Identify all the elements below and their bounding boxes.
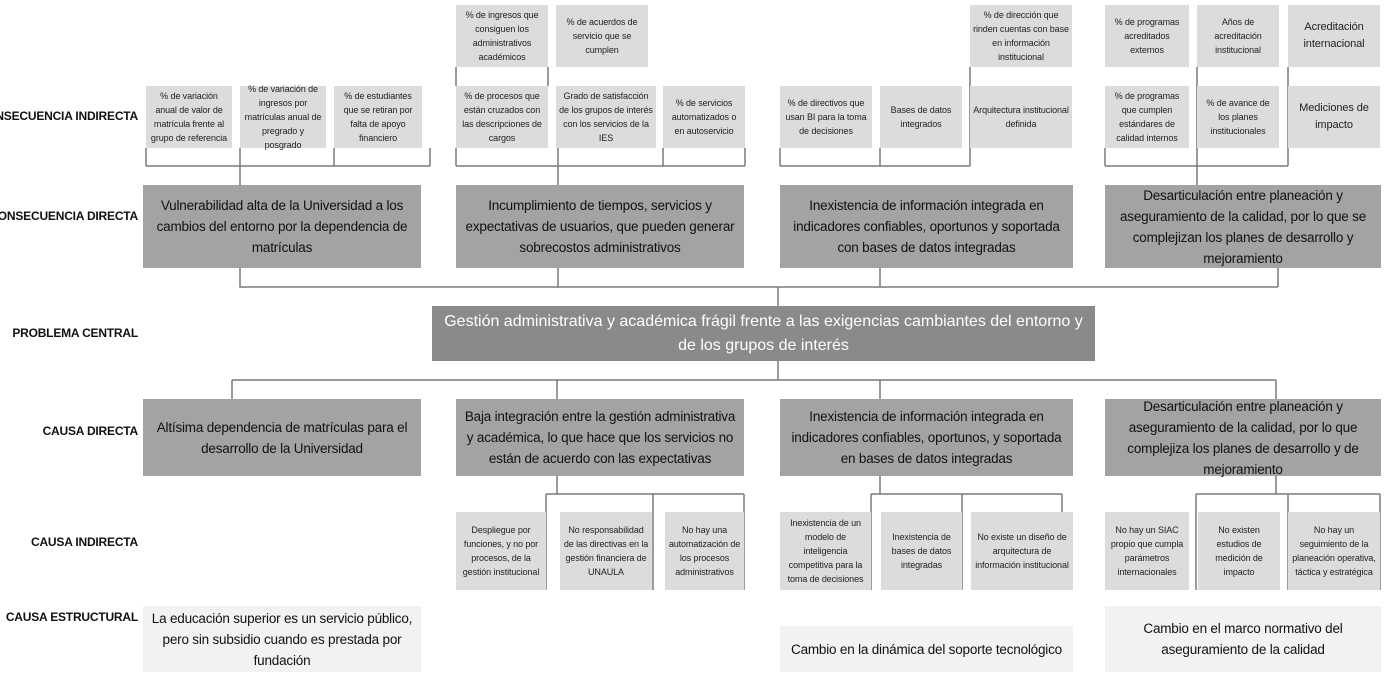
- indirect-consequence-1-2: % de variación de ingresos por matrícula…: [240, 84, 326, 150]
- indirect-consequence-4-6: Mediciones de impacto: [1288, 86, 1380, 148]
- indirect-cause-2-2: No responsabilidad de las directivas en …: [560, 512, 652, 590]
- indirect-cause-3-1: Inexistencia de un modelo de inteligenci…: [780, 512, 871, 590]
- structural-cause-3: Cambio en la dinámica del soporte tecnol…: [780, 626, 1073, 672]
- row-label-consecuencia-indirecta: CONSECUENCIA INDIRECTA: [0, 109, 138, 123]
- indirect-consequence-4-3: Acreditación internacional: [1288, 5, 1380, 67]
- structural-cause-4: Cambio en el marco normativo del asegura…: [1105, 606, 1381, 672]
- row-label-consecuencia-directa: CONSECUENCIA DIRECTA: [0, 209, 138, 223]
- direct-cause-1: Altísima dependencia de matrículas para …: [143, 399, 421, 476]
- indirect-cause-2-3: No hay una automatización de los proceso…: [665, 512, 744, 590]
- indirect-consequence-4-5: % de avance de los planes institucionale…: [1197, 86, 1279, 148]
- indirect-cause-4-3: No hay un seguimiento de la planeación o…: [1288, 512, 1380, 590]
- direct-consequence-1: Vulnerabilidad alta de la Universidad a …: [143, 185, 421, 268]
- indirect-consequence-4-1: % de programas acreditados externos: [1105, 5, 1189, 67]
- row-label-causa-indirecta: CAUSA INDIRECTA: [31, 535, 138, 549]
- direct-cause-4: Desarticulación entre planeación y asegu…: [1105, 399, 1381, 477]
- indirect-consequence-2-5: % de servicios automatizados o en autose…: [663, 86, 745, 148]
- indirect-consequence-3-2: % de directivos que usan BI para la toma…: [780, 86, 872, 148]
- row-label-causa-estructural: CAUSA ESTRUCTURAL: [5, 610, 138, 624]
- structural-cause-1: La educación superior es un servicio púb…: [143, 606, 421, 672]
- indirect-consequence-2-3: % de procesos que están cruzados con las…: [456, 86, 548, 148]
- indirect-consequence-1-3: % de estudiantes que se retiran por falt…: [334, 86, 422, 148]
- direct-consequence-4: Desarticulación entre planeación y asegu…: [1105, 185, 1381, 268]
- central-problem: Gestión administrativa y académica frági…: [432, 306, 1095, 361]
- direct-cause-2: Baja integración entre la gestión admini…: [456, 399, 744, 476]
- indirect-consequence-2-4: Grado de satisfacción de los grupos de i…: [556, 86, 656, 148]
- direct-consequence-3: Inexistencia de información integrada en…: [780, 185, 1073, 268]
- indirect-consequence-4-2: Años de acreditación institucional: [1197, 5, 1279, 67]
- indirect-cause-3-2: Inexistencia de bases de datos integrada…: [881, 512, 962, 590]
- indirect-cause-4-2: No existen estudios de medición de impac…: [1198, 512, 1280, 590]
- indirect-consequence-3-1: % de dirección que rinden cuentas con ba…: [970, 5, 1072, 67]
- indirect-consequence-2-1: % de ingresos que consiguen los administ…: [456, 5, 548, 67]
- indirect-consequence-3-3: Bases de datos integrados: [880, 86, 962, 148]
- indirect-cause-4-1: No hay un SIAC propio que cumpla parámet…: [1105, 512, 1189, 590]
- row-label-causa-directa: CAUSA DIRECTA: [42, 424, 139, 438]
- direct-cause-3: Inexistencia de información integrada en…: [780, 399, 1073, 476]
- direct-consequence-2: Incumplimiento de tiempos, servicios y e…: [456, 185, 744, 268]
- row-label-problema-central: PROBLEMA CENTRAL: [12, 326, 138, 340]
- indirect-cause-2-1: Despliegue por funciones, y no por proce…: [456, 512, 546, 590]
- indirect-cause-3-3: No existe un diseño de arquitectura de i…: [971, 512, 1073, 590]
- indirect-consequence-3-4: Arquitectura institucional definida: [970, 86, 1072, 148]
- indirect-consequence-1-1: % de variación anual de valor de matrícu…: [146, 86, 232, 148]
- indirect-consequence-4-4: % de programas que cumplen estándares de…: [1105, 86, 1189, 148]
- indirect-consequence-2-2: % de acuerdos de servicio que se cumplen: [556, 5, 648, 67]
